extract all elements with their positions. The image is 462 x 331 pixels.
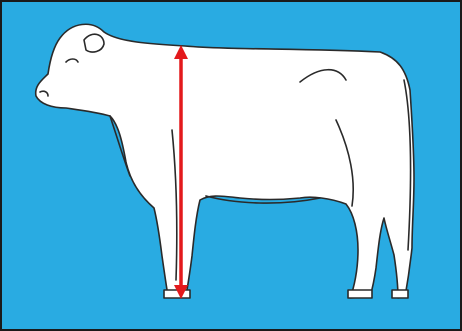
cow-height-figure	[0, 0, 462, 331]
figure-canvas	[0, 0, 462, 331]
